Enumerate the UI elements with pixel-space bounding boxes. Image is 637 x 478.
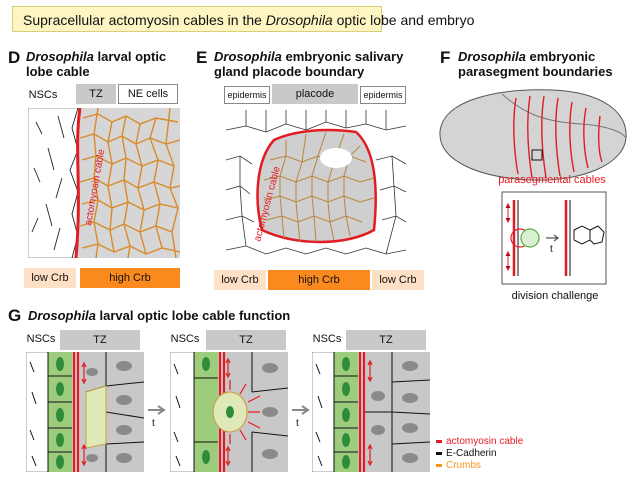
panel-f-division-label: division challenge [511, 290, 599, 302]
legend-label-crumbs: Crumbs [446, 460, 482, 471]
panel-e-tissue-diagram: actomyosin cable [226, 110, 406, 260]
panel-d-tissue-diagram: actomyosin cable [28, 108, 180, 258]
title-suffix: optic lobe and embryo [332, 12, 475, 28]
panel-g1-diagram [26, 352, 144, 472]
panel-g2-tz-label: TZ [206, 330, 286, 350]
panel-d-title-rest: larval optic [93, 49, 167, 64]
panel-g2-tz-nuclei [262, 363, 278, 459]
panel-d-title-line2: lobe cable [26, 64, 90, 79]
panel-g2-diagram [170, 352, 288, 472]
panel-e-letter: E [196, 48, 208, 67]
legend-label-ecadherin: E-Cadherin [446, 448, 497, 459]
panel-g-legend: actomyosin cable E-Cadherin Crumbs [436, 436, 523, 471]
legend-swatch-red [436, 440, 442, 443]
figure-title: Supracellular actomyosin cables in the D… [12, 6, 474, 32]
panel-d-title-italic: Drosophila [26, 49, 94, 64]
panel-e-placode-label: placode [272, 84, 358, 104]
panel-f-daughter-cells [573, 225, 605, 245]
panel-g-t-label-2: t [296, 418, 299, 429]
panel-g-time-arrow-1: t [148, 405, 166, 429]
panel-d-crb-low: low Crb [24, 268, 76, 288]
panel-f-letter: F [440, 48, 451, 67]
panel-g2-nscs-label: NSCs [170, 333, 200, 345]
panel-d-nscs-label: NSCs [28, 89, 58, 101]
panel-f-tension-arrows [505, 202, 511, 272]
panel-d-letter: D [8, 48, 21, 67]
panel-d-cell-mesh [79, 108, 180, 258]
panel-f-embryo-diagram [439, 89, 627, 181]
legend-swatch-orange [436, 464, 442, 467]
panel-f-time-arrow [546, 234, 559, 242]
legend-item-crumbs: Crumbs [436, 460, 523, 471]
panel-g-title-rest: larval optic lobe cable function [95, 308, 291, 323]
panel-f-dividing-cell-b [520, 228, 540, 248]
panel-g1-tz-label: TZ [60, 330, 140, 350]
panel-g-title: Drosophila larval optic lobe cable funct… [28, 308, 428, 323]
panel-g1-nsc-nuclei [56, 357, 64, 469]
panel-g-t-label-1: t [152, 418, 155, 429]
panel-g-time-arrow-2: t [292, 405, 310, 429]
panel-g2-rounding-nucleus [226, 406, 234, 418]
legend-item-ecadherin: E-Cadherin [436, 448, 523, 459]
panel-f-embryo-body [439, 89, 627, 181]
panel-g2-compression-arrows [225, 357, 261, 467]
panel-g1-dividing-cell [85, 385, 107, 449]
panel-f-division-diagram: t [501, 191, 607, 285]
panel-g1-cable [72, 352, 80, 472]
legend-item-actomyosin: actomyosin cable [436, 436, 523, 447]
panel-g3-tension-arrows [367, 359, 373, 467]
panel-g3-cable [358, 352, 366, 472]
panel-f-title-italic: Drosophila [458, 49, 526, 64]
panel-g1-tension-arrows [81, 361, 87, 467]
panel-g1-nscs-label: NSCs [26, 333, 56, 345]
panel-f-title: Drosophila embryonic parasegment boundar… [458, 49, 633, 79]
panel-e-crb-high: high Crb [268, 270, 370, 290]
panel-e-placode-mesh [263, 131, 375, 243]
legend-label-actomyosin: actomyosin cable [446, 436, 524, 447]
panel-g-title-italic: Drosophila [28, 308, 96, 323]
panel-e-title-line2: gland placode boundary [214, 64, 365, 79]
panel-g3-tz-label: TZ [346, 330, 426, 350]
panel-e-title: Drosophila embryonic salivary gland plac… [214, 49, 424, 79]
panel-e-epidermis-right: epidermis [360, 86, 406, 104]
panel-f-embryo-fold [501, 93, 627, 139]
panel-g3-cell-edges [315, 352, 430, 472]
panel-d-cell-edges [31, 108, 79, 258]
panel-d-title: Drosophila larval optic lobe cable [26, 49, 206, 79]
panel-d-ne-label: NE cells [118, 84, 178, 104]
panel-e-title-italic: Drosophila [214, 49, 282, 64]
panel-e-epidermis-edges [226, 110, 406, 255]
panel-g3-nscs-label: NSCs [312, 333, 342, 345]
panel-f-zoom-box [531, 149, 543, 161]
panel-g3-tz-nuclei [371, 361, 418, 463]
panel-f-parasegmental-label: parasegmental cables [498, 174, 606, 186]
panel-f-t-label: t [550, 244, 553, 255]
panel-d-tz-label: TZ [76, 84, 116, 104]
title-italic: Drosophila [265, 12, 333, 28]
panel-e-title-rest: embryonic salivary [281, 49, 404, 64]
panel-e-crb-low-left: low Crb [214, 270, 266, 290]
panel-e-invagination-pit [320, 148, 352, 168]
panel-e-epidermis-left: epidermis [224, 86, 270, 104]
panel-f-parasegment-lines [513, 95, 603, 179]
panel-g3-diagram [312, 352, 430, 472]
panel-d-crb-high: high Crb [80, 268, 180, 288]
legend-swatch-black [436, 452, 442, 455]
panel-g3-nsc-nuclei [342, 357, 350, 469]
panel-f-title-line2: parasegment boundaries [458, 64, 613, 79]
panel-e-crb-low-right: low Crb [372, 270, 424, 290]
panel-d-actomyosin-cable [74, 108, 82, 258]
panel-g2-nsc-nuclei [202, 357, 210, 464]
panel-g1-tz-nuclei [86, 361, 132, 463]
panel-g-letter: G [8, 306, 22, 325]
panel-f-title-rest: embryonic [525, 49, 596, 64]
panel-g2-cell-edges [173, 352, 288, 472]
title-prefix: Supracellular actomyosin cables in the [23, 12, 266, 28]
